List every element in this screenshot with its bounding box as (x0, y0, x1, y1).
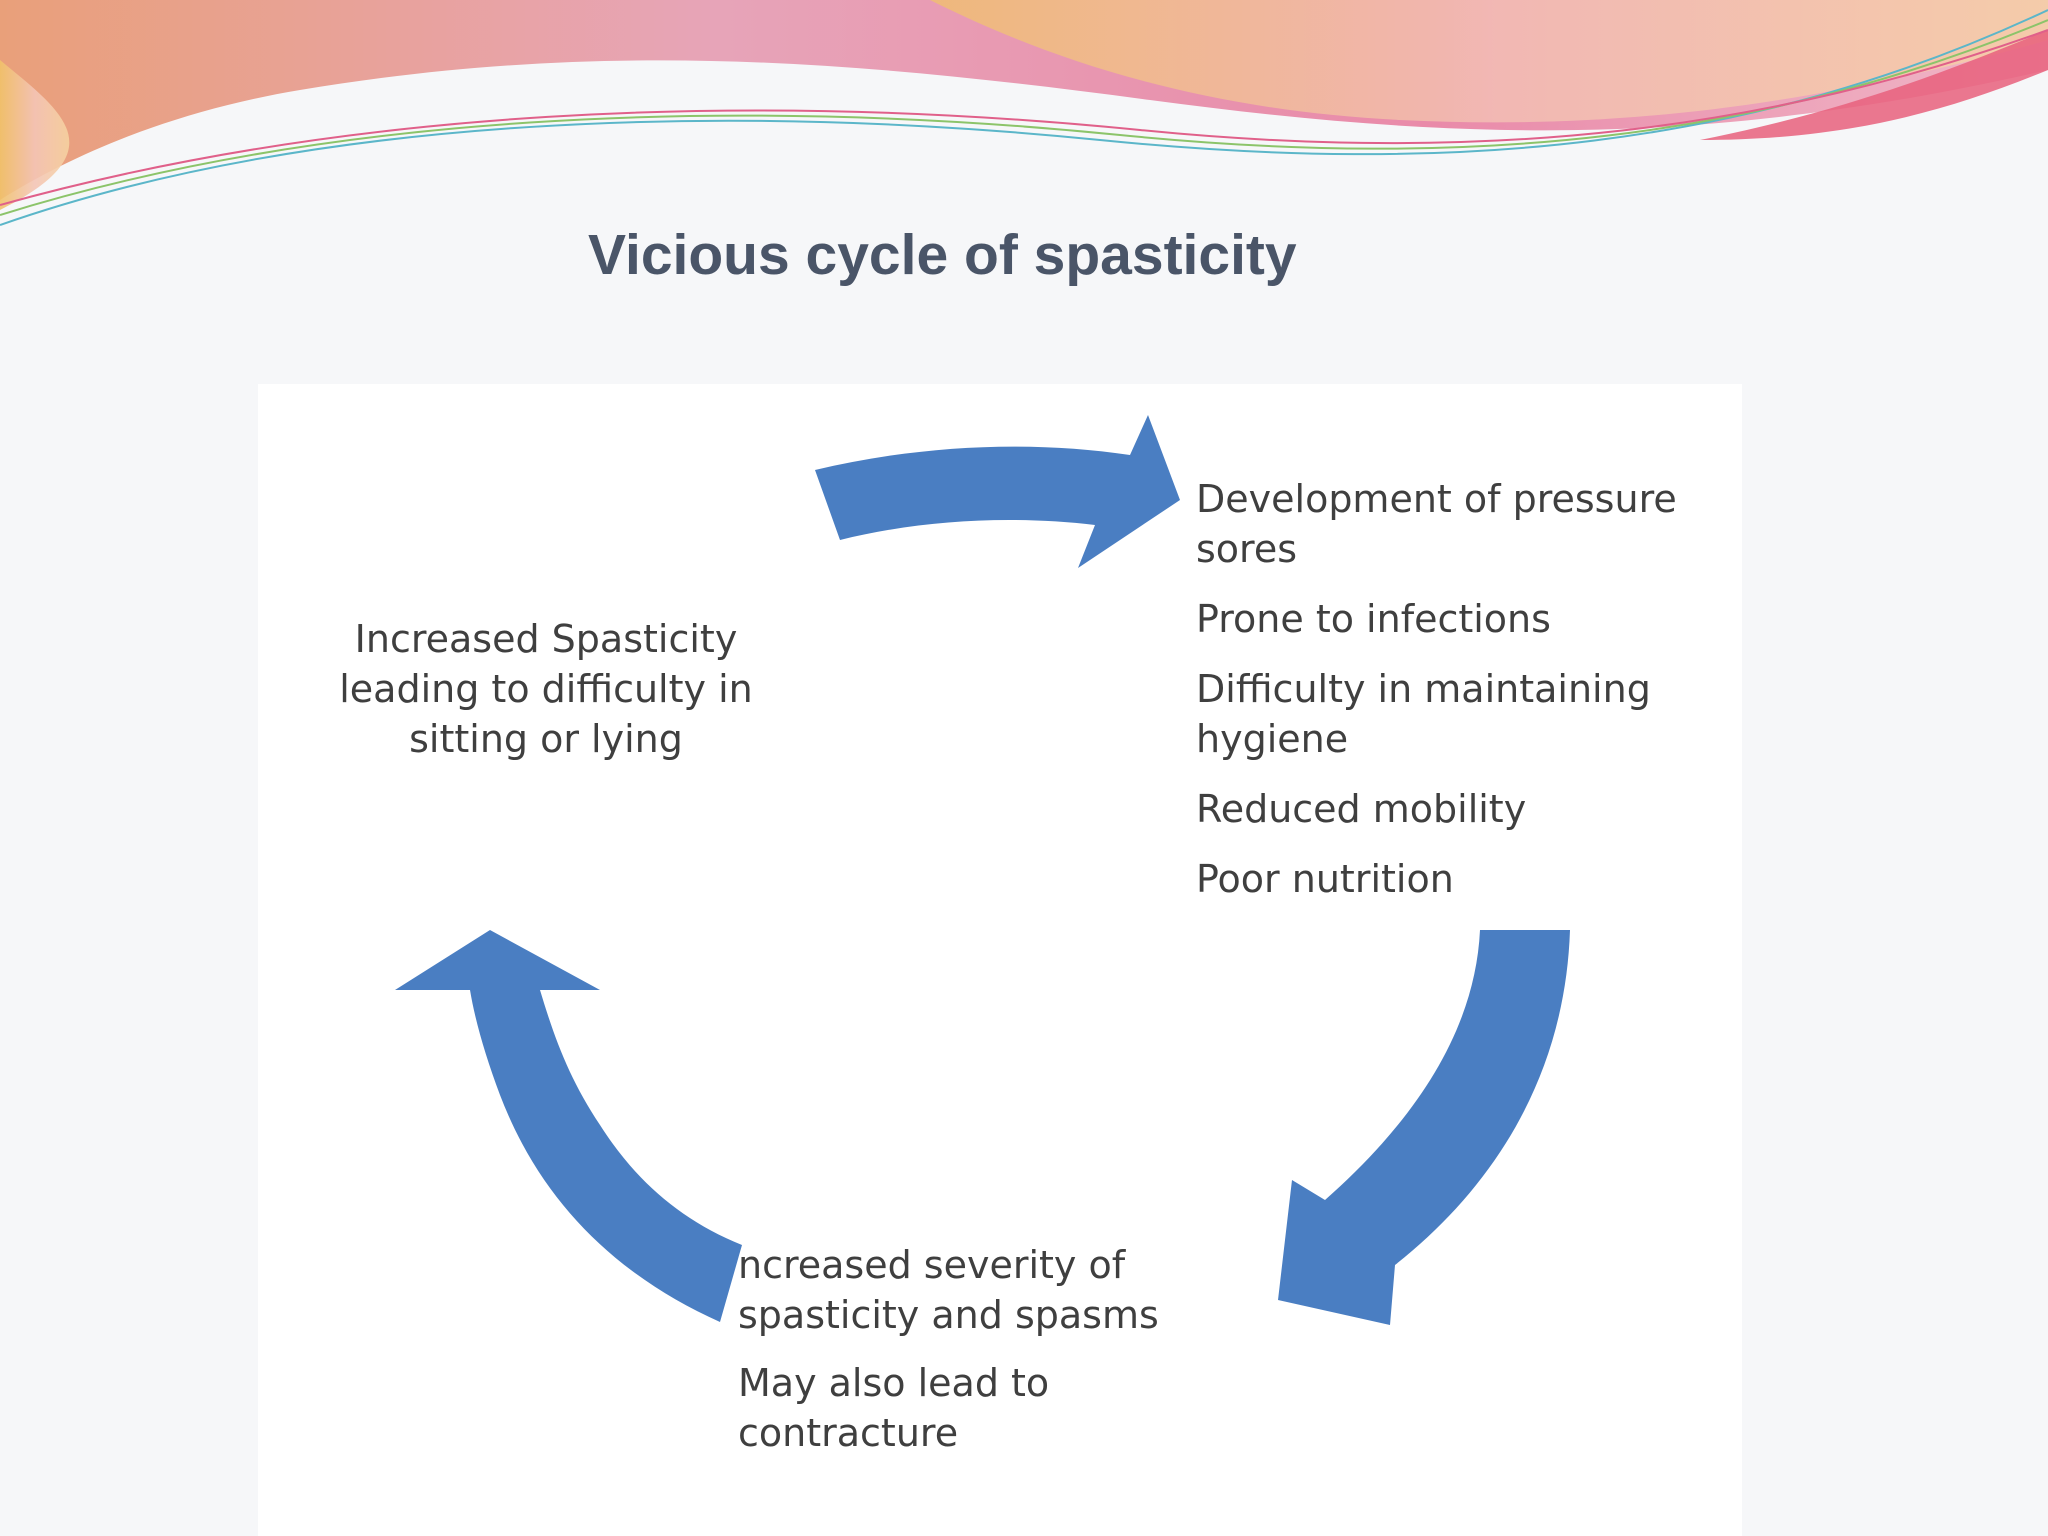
arrow-left-icon (395, 930, 742, 1322)
list-item: ncreased severity of spasticity and spas… (738, 1243, 1159, 1337)
list-item: Development of pressure sores (1196, 477, 1677, 571)
arrow-top-icon (815, 415, 1180, 568)
list-item: May also lead to contracture (738, 1361, 1050, 1455)
list-item: Reduced mobility (1196, 787, 1527, 831)
decorative-banner (0, 0, 2048, 226)
node-increased-severity: ncreased severity of spasticity and spas… (738, 1240, 1278, 1476)
node-left-text: Increased Spasticity leading to difficul… (339, 617, 753, 761)
list-item: Prone to infections (1196, 597, 1551, 641)
node-consequences: Development of pressure sores Prone to i… (1196, 474, 1756, 924)
list-item: Difficulty in maintaining hygiene (1196, 667, 1651, 761)
list-item: Poor nutrition (1196, 857, 1454, 901)
slide-title: Vicious cycle of spasticity (588, 223, 1297, 287)
node-increased-spasticity: Increased Spasticity leading to difficul… (292, 614, 800, 764)
arrow-right-icon (1278, 930, 1570, 1325)
